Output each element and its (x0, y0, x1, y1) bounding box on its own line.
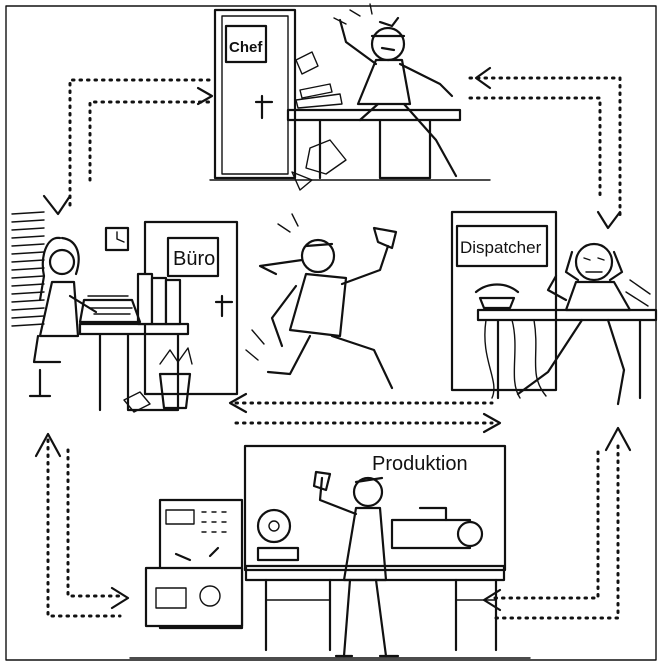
dispatcher-sign (455, 224, 549, 268)
produktion-wall-panel (243, 444, 507, 572)
buero-label: Büro (173, 248, 215, 270)
flow-path-dispatcher-to-produktion (490, 444, 620, 620)
picture-frame (5, 5, 657, 661)
chef-door-handle-icon (254, 94, 274, 120)
dispatcher-door (450, 210, 558, 392)
chef-desk (286, 108, 462, 180)
buero-door-handle-icon (214, 294, 234, 318)
lathe-worker-icon (312, 470, 400, 658)
telephones-icon (474, 283, 547, 399)
typewriter-icon (78, 295, 142, 324)
angry-boss-icon (333, 3, 458, 178)
flow-arrows (34, 66, 632, 620)
arrowhead-up-right-icon (604, 426, 632, 452)
chef-door (213, 8, 297, 180)
wall-clock-icon (104, 226, 130, 252)
arrowhead-middle-left-icon (228, 392, 248, 414)
telephone-dispatcher-icon (516, 242, 651, 406)
flow-path-chef-from-right (468, 76, 622, 220)
arrowhead-into-dispatcher-icon (596, 210, 622, 230)
arrowhead-into-chef-icon (196, 86, 214, 106)
flying-papers-icon (291, 51, 347, 191)
flow-path-buero-to-produktion (46, 438, 122, 618)
chef-sign (224, 24, 268, 64)
dispatcher-desk (476, 308, 658, 400)
ledger-binders-icon (136, 272, 182, 326)
flow-path-dispatcher-to-produktion-inner (490, 450, 600, 600)
chef-door-panel (221, 15, 289, 175)
arrowhead-up-left-icon (34, 432, 62, 458)
arrowhead-middle-right-icon (482, 412, 502, 434)
buero-sign (166, 236, 220, 278)
wastebasket-icon (123, 347, 193, 413)
flow-path-to-chef (68, 78, 212, 207)
dispatcher-label: Dispatcher (460, 238, 542, 257)
flow-path-buero-to-produktion-inner (66, 448, 122, 598)
lathe-machine-icon (244, 506, 506, 652)
scene-runner (245, 213, 398, 390)
scene-chef: Chef (209, 3, 491, 191)
paper-stack-icon (11, 211, 45, 327)
arrowhead-into-produktion-left-icon (110, 586, 130, 610)
typist-icon (28, 236, 98, 398)
produktion-label: Produktion (372, 453, 468, 475)
buero-desk (78, 322, 190, 412)
flow-path-chef-from-right-inner (468, 96, 602, 202)
scene-buero: Büro (11, 211, 239, 413)
running-messenger-icon (245, 213, 398, 390)
scene-dispatcher: Dispatcher (450, 210, 658, 406)
control-cabinet-icon (144, 498, 244, 630)
arrowhead-into-chef-right-icon (474, 66, 492, 90)
flow-path-to-chef-inner (88, 100, 212, 182)
chef-label: Chef (229, 39, 263, 56)
scene-produktion: Produktion (129, 444, 531, 659)
arrowhead-into-buero-icon (42, 194, 72, 216)
